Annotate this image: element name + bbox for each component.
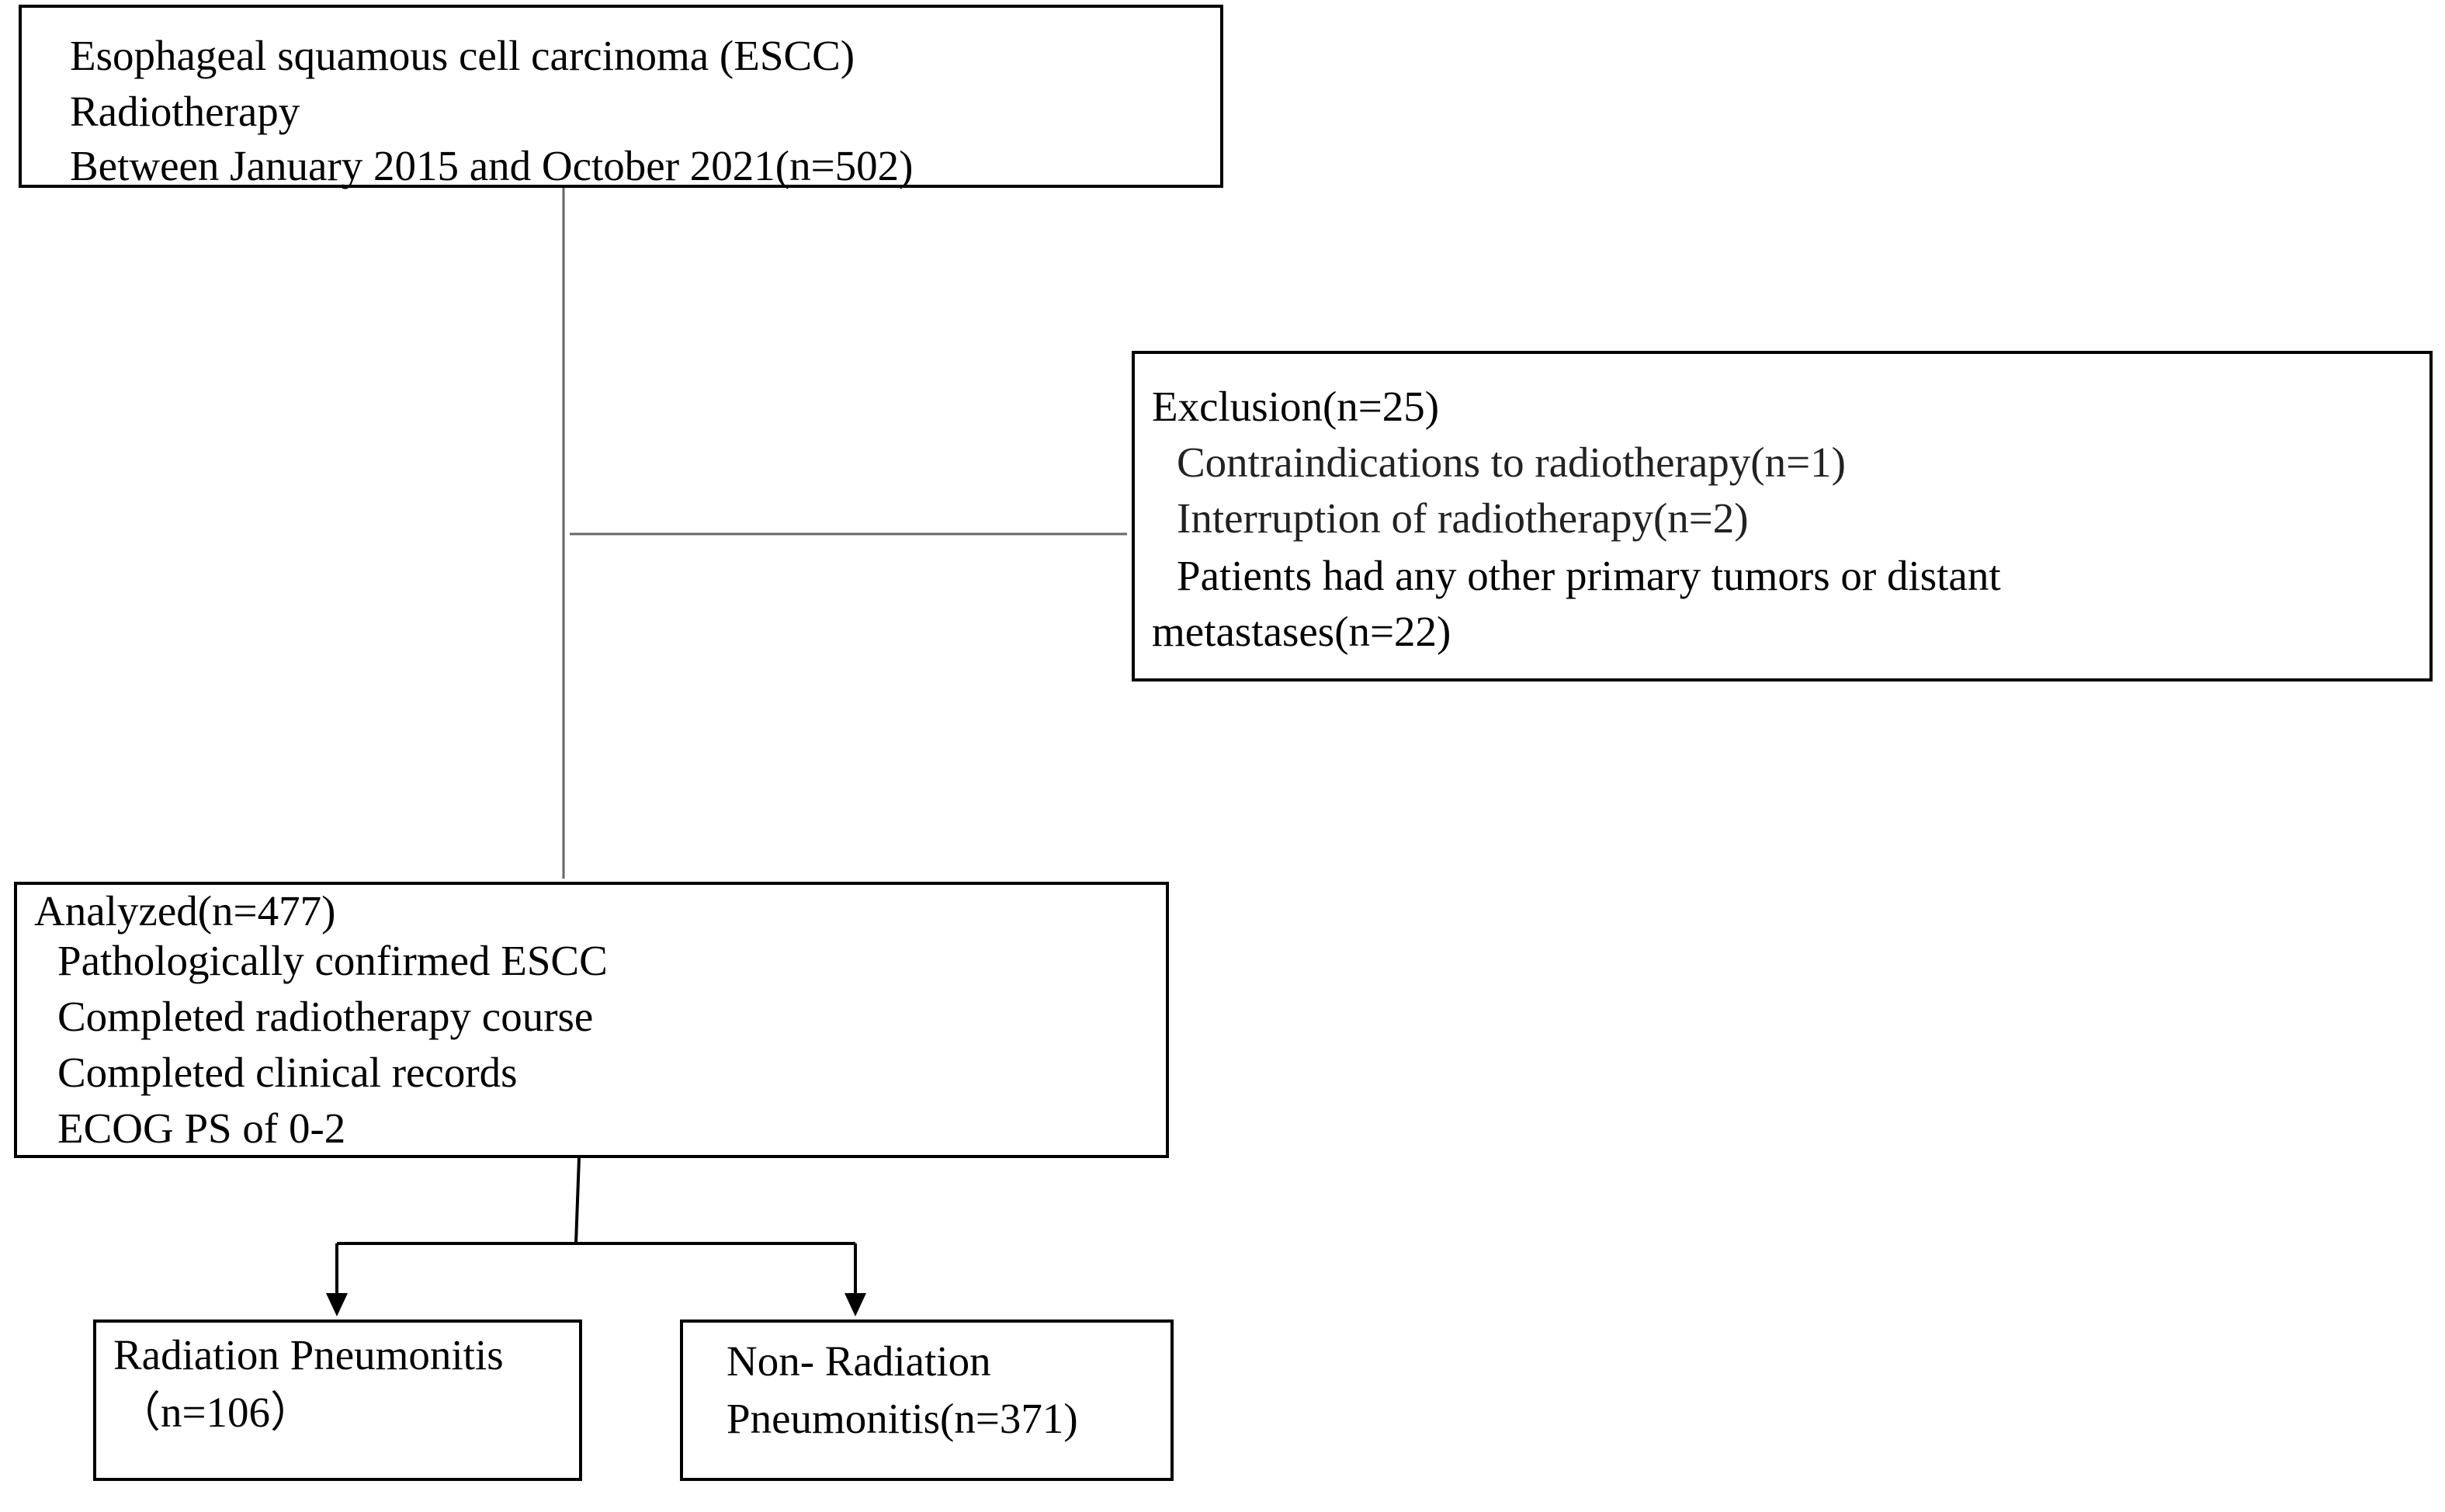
analyzed-box: Analyzed(n=477) Pathologically confirmed… xyxy=(14,882,1169,1158)
analyzed-title: Analyzed(n=477) xyxy=(34,887,336,935)
non-radiation-pneumonitis-box: Non- Radiation Pneumonitis(n=371) xyxy=(680,1320,1174,1481)
cohort-line-2: Radiotherapy xyxy=(70,88,300,135)
rp-label: Radiation Pneumonitis xyxy=(113,1331,504,1378)
exclusion-item-other-tumors-cont: metastases(n=22) xyxy=(1152,608,1451,655)
exclusion-title: Exclusion(n=25) xyxy=(1152,383,1440,430)
rp-count: （n=106） xyxy=(118,1389,314,1436)
analyzed-criterion-pathology: Pathologically confirmed ESCC xyxy=(57,937,608,984)
exclusion-item-interruption: Interruption of radiotherapy(n=2) xyxy=(1177,494,1749,542)
exclusion-item-contraindications: Contraindications to radiotherapy(n=1) xyxy=(1177,439,1846,486)
non-rp-label: Non- Radiation xyxy=(727,1337,991,1385)
arrowhead-rp xyxy=(326,1293,348,1316)
cohort-box: Esophageal squamous cell carcinoma (ESCC… xyxy=(19,5,1223,188)
analyzed-down-connector xyxy=(574,1157,581,1244)
analyzed-criterion-ecog: ECOG PS of 0-2 xyxy=(57,1105,346,1152)
arrowhead-non-rp xyxy=(844,1293,866,1316)
exclusion-box: Exclusion(n=25) Contraindications to rad… xyxy=(1132,351,2433,681)
non-rp-count: Pneumonitis(n=371) xyxy=(727,1395,1078,1442)
exclusion-item-other-tumors: Patients had any other primary tumors or… xyxy=(1177,552,2001,599)
analyzed-criterion-radiotherapy: Completed radiotherapy course xyxy=(57,993,594,1040)
cohort-line-3: Between January 2015 and October 2021(n=… xyxy=(70,142,914,189)
radiation-pneumonitis-box: Radiation Pneumonitis （n=106） xyxy=(93,1320,582,1481)
analyzed-criterion-records: Completed clinical records xyxy=(57,1049,518,1096)
cohort-line-1: Esophageal squamous cell carcinoma (ESCC… xyxy=(70,32,855,79)
